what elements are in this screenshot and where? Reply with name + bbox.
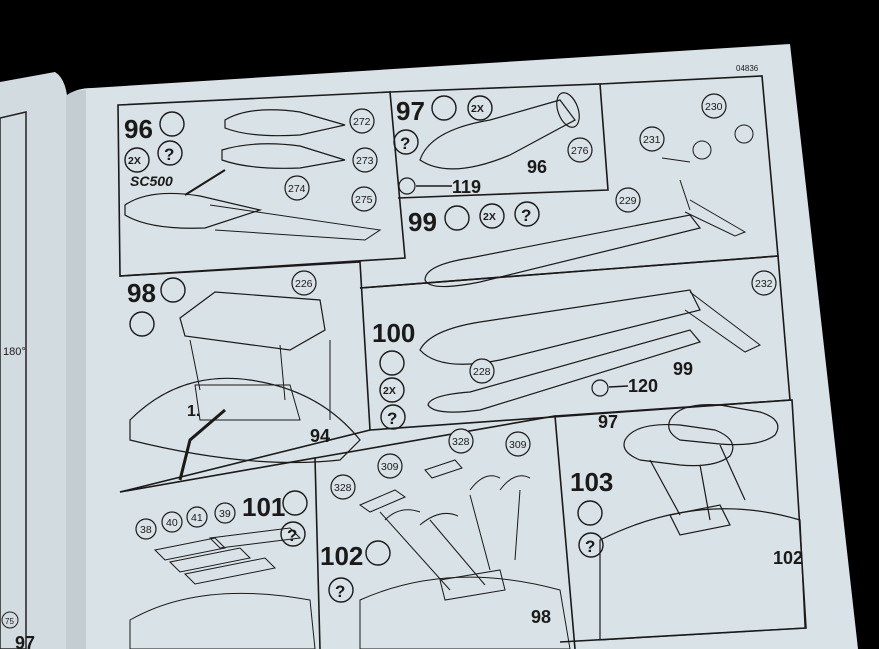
step-103-number: 103: [570, 467, 613, 497]
step-96-multiplier: 2X: [128, 155, 141, 167]
drop-tank-99: [427, 329, 702, 413]
part-274: 274: [288, 183, 306, 195]
part-273: 273: [356, 155, 374, 167]
part-309-a: 309: [381, 461, 399, 473]
ref-102: 102: [773, 548, 803, 568]
glue-icon: [365, 540, 391, 566]
step-102: 102 ? 328 309 328 309 98: [320, 428, 571, 649]
ref-120: 120: [628, 376, 658, 396]
glue-icon: [160, 277, 186, 303]
part-328-a: 328: [334, 482, 352, 494]
svg-text:?: ?: [335, 582, 345, 601]
paint-icon: [129, 311, 155, 337]
step-100-multiplier: 2X: [383, 385, 396, 397]
part-328-b: 328: [452, 436, 470, 448]
rotate-label: 180°: [3, 346, 26, 358]
svg-text:?: ?: [400, 134, 410, 153]
step-96: 96 2X ? SC500 272 273 274 275: [124, 108, 382, 241]
question-icon: [157, 140, 183, 166]
part-228: 228: [473, 366, 491, 378]
step-101: 101 ? 38 40 41 39: [129, 490, 316, 649]
bomb-assembled: [124, 192, 263, 229]
drop-tank: [424, 214, 702, 288]
bay-doors: [129, 527, 316, 649]
glue-icon: [379, 350, 405, 376]
left-part-label: 75: [5, 617, 14, 626]
propeller-parts: [661, 124, 754, 211]
part-272: 272: [353, 116, 371, 128]
step-97-number: 97: [396, 96, 425, 126]
step-96-number: 96: [124, 114, 153, 144]
ref-98: 98: [531, 607, 551, 627]
ref-99: 99: [673, 359, 693, 379]
part-232: 232: [755, 278, 773, 290]
step-98-number: 98: [127, 278, 156, 308]
step-100: 100 2X ? 228 232 99 120: [372, 270, 777, 430]
question-icon: [578, 532, 604, 558]
question-icon: [393, 129, 419, 155]
arrow: [184, 169, 226, 196]
step-99-number: 99: [408, 207, 437, 237]
glue-icon: [577, 500, 603, 526]
part-231: 231: [643, 134, 661, 146]
part-226: 226: [295, 278, 313, 290]
part-41: 41: [191, 512, 203, 524]
glue-icon: [431, 95, 457, 121]
ref-94: 94: [310, 426, 330, 446]
part-230: 230: [705, 101, 723, 113]
part-229: 229: [619, 195, 637, 207]
step-99: 99 2X ? 229 230 231: [408, 93, 754, 288]
left-step-number: 97: [15, 633, 35, 649]
bomb-half-273: [221, 143, 346, 169]
sub-step-1: 1.: [187, 403, 200, 420]
fuselage: [129, 377, 361, 464]
question-icon: [328, 577, 354, 603]
main-page: 04836: [66, 44, 858, 649]
part-39: 39: [219, 508, 231, 520]
sheet-code: 04836: [736, 64, 759, 73]
glue-icon: [444, 205, 470, 231]
part-309-b: 309: [509, 439, 527, 451]
step-100-number: 100: [372, 318, 415, 348]
glue-icon: [159, 111, 185, 137]
step-101-number: 101: [242, 492, 285, 522]
step-98: 98 1. 226 94: [127, 270, 361, 481]
step-97-multiplier: 2X: [471, 103, 484, 115]
part-38: 38: [140, 524, 152, 536]
question-icon: [380, 404, 406, 430]
bomb-half-272: [224, 109, 346, 137]
step-99-multiplier: 2X: [483, 211, 496, 223]
part-276: 276: [571, 145, 589, 157]
decal-icon: [398, 177, 416, 195]
svg-text:?: ?: [287, 526, 297, 545]
question-icon: [280, 521, 306, 547]
left-page: 180° 75 97: [0, 72, 68, 649]
glue-icon: [282, 490, 308, 516]
ref-96: 96: [527, 157, 547, 177]
bomb-rack-226: [179, 291, 326, 351]
rack-parts: [358, 459, 571, 649]
bomb-label: SC500: [130, 173, 173, 189]
bomb-97: [419, 99, 576, 170]
fin-275: [209, 204, 382, 241]
step-103: 103 ? 97 102: [570, 403, 806, 641]
question-icon: [514, 201, 540, 227]
step-102-number: 102: [320, 541, 363, 571]
svg-text:?: ?: [521, 206, 531, 225]
svg-text:?: ?: [387, 409, 397, 428]
bombs-on-rack: [599, 403, 806, 641]
part-275: 275: [355, 194, 373, 206]
part-40: 40: [166, 517, 178, 529]
step-97: 97 2X ? 276 96 119: [393, 92, 593, 197]
multiplier-circle: [124, 147, 150, 173]
decal-icon: [591, 379, 609, 397]
svg-text:?: ?: [164, 145, 174, 164]
ref-97: 97: [598, 412, 618, 432]
panel-grid: [117, 75, 807, 649]
ref-119: 119: [452, 177, 481, 197]
svg-text:?: ?: [585, 537, 595, 556]
drop-tank-228: [419, 289, 701, 365]
